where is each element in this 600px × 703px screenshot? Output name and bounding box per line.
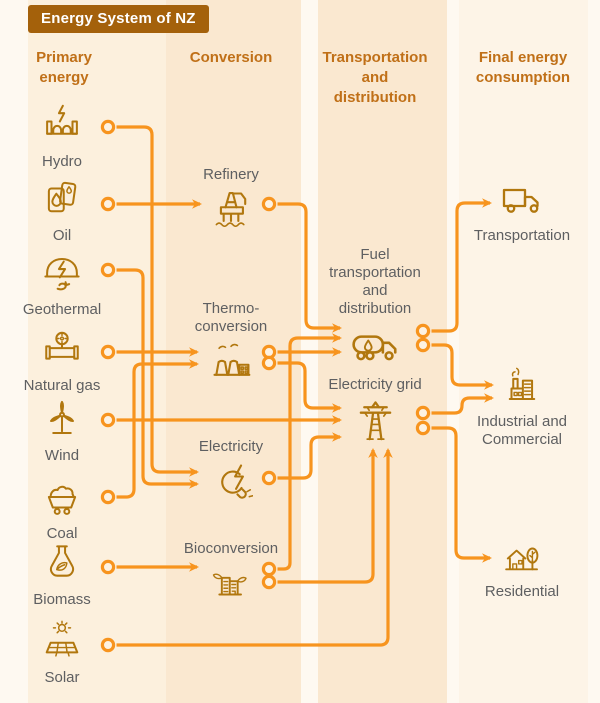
node-label: Industrial and Commercial bbox=[476, 413, 568, 448]
oil-rig-icon bbox=[209, 188, 253, 237]
node-label: Solar bbox=[44, 669, 80, 686]
node-electricity-grid: Electricity grid bbox=[300, 376, 450, 450]
node-label: Hydro bbox=[41, 153, 82, 170]
column-header-conversion: Conversion bbox=[189, 49, 273, 66]
node-label: Biomass bbox=[33, 591, 91, 608]
factory-icon bbox=[501, 364, 543, 411]
bio-building-icon bbox=[211, 562, 251, 607]
house-icon bbox=[502, 536, 542, 581]
node-wind: Wind bbox=[12, 398, 112, 465]
wind-turbine-icon bbox=[41, 398, 83, 445]
node-label: Wind bbox=[44, 447, 80, 464]
node-label: Thermo- conversion bbox=[194, 300, 268, 335]
node-geothermal: Geothermal bbox=[12, 252, 112, 319]
node-natural-gas: Natural gas bbox=[12, 328, 112, 395]
node-label: Oil bbox=[52, 227, 72, 244]
node-label: Residential bbox=[484, 583, 560, 600]
node-label: Electricity grid bbox=[328, 376, 422, 393]
transmission-tower-icon bbox=[352, 398, 399, 450]
node-hydro: Hydro bbox=[12, 104, 112, 171]
node-electricity: Electricity bbox=[166, 438, 296, 509]
node-label: Transportation bbox=[473, 227, 571, 244]
node-fuel-transportation: Fuel transportation and distribution bbox=[300, 246, 450, 372]
node-label: Natural gas bbox=[23, 377, 101, 394]
node-residential: Residential bbox=[457, 536, 587, 601]
node-biomass: Biomass bbox=[12, 542, 112, 609]
node-label: Fuel transportation and distribution bbox=[329, 246, 421, 317]
column-header-transport: Transportation and distribution bbox=[322, 49, 428, 106]
node-label: Electricity bbox=[198, 438, 264, 455]
node-solar: Solar bbox=[12, 620, 112, 687]
diagram-title: Energy System of NZ bbox=[28, 5, 209, 33]
column-header-final: Final energy consumption bbox=[475, 49, 571, 86]
node-transportation: Transportation bbox=[457, 180, 587, 245]
node-bioconversion: Bioconversion bbox=[166, 540, 296, 607]
delivery-truck-icon bbox=[498, 180, 546, 225]
hydro-icon bbox=[41, 104, 83, 151]
node-thermo-conversion: Thermo- conversion bbox=[166, 300, 296, 389]
power-plant-icon bbox=[209, 340, 253, 389]
tanker-truck-icon bbox=[348, 322, 402, 372]
node-label: Geothermal bbox=[22, 301, 102, 318]
node-label: Coal bbox=[46, 525, 78, 542]
column-header-primary: Primary energy bbox=[36, 49, 92, 86]
coal-cart-icon bbox=[41, 476, 83, 523]
electricity-plug-icon bbox=[209, 460, 254, 509]
node-coal: Coal bbox=[12, 476, 112, 543]
node-industrial-commercial: Industrial and Commercial bbox=[457, 364, 587, 449]
oil-barrels-icon bbox=[41, 178, 83, 225]
gas-pipeline-icon bbox=[41, 328, 83, 375]
node-label: Refinery bbox=[203, 166, 259, 183]
node-label: Bioconversion bbox=[183, 540, 279, 557]
biomass-flask-icon bbox=[41, 542, 83, 589]
solar-panel-icon bbox=[41, 620, 83, 667]
node-oil: Oil bbox=[12, 178, 112, 245]
node-refinery: Refinery bbox=[166, 166, 296, 237]
geothermal-icon bbox=[41, 252, 83, 299]
